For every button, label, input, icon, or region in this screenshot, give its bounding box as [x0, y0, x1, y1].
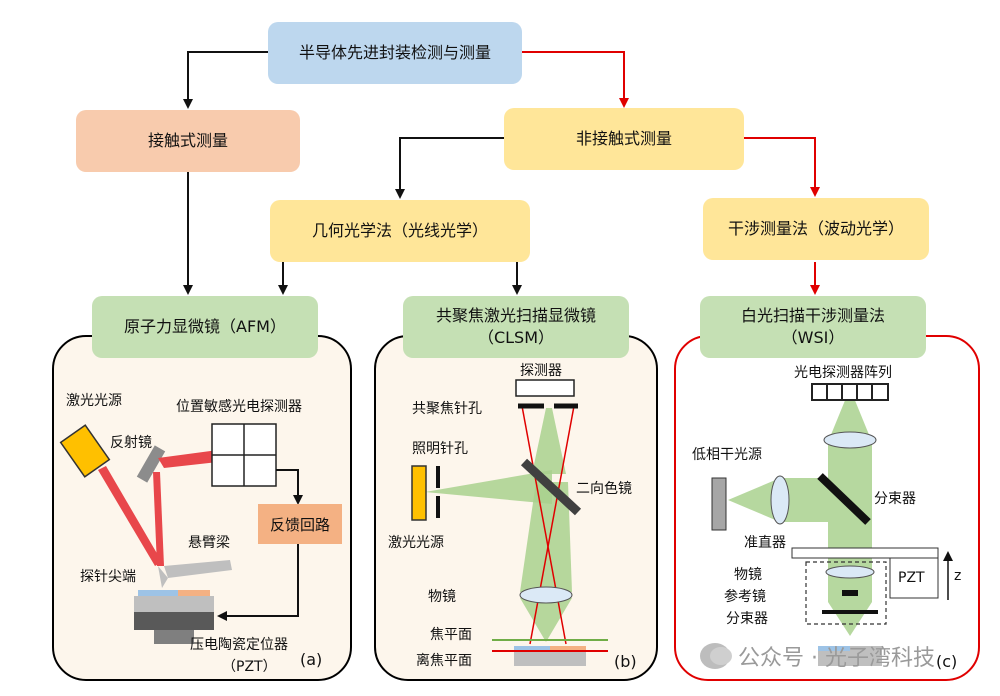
wsi-label-splitter-top: 分束器 — [874, 491, 916, 507]
wechat-icon — [700, 643, 732, 669]
afm-mirror — [136, 445, 166, 483]
clsm-label-confocal: 共聚焦针孔 — [412, 401, 482, 417]
wsi-top-lens — [823, 431, 877, 449]
wsi-label-array: 光电探测器阵列 — [794, 365, 892, 381]
wsi-green-left — [728, 478, 780, 522]
afm-label-pzt1: 压电陶瓷定位器 — [190, 637, 288, 653]
afm-label-tip: 探针尖端 — [80, 569, 136, 585]
geometric-node: 几何光学法（光线光学） — [270, 200, 530, 262]
clsm-label-illum: 照明针孔 — [412, 441, 468, 457]
afm-label-psd: 位置敏感光电探测器 — [176, 399, 302, 415]
wsi-label-splitter-bottom: 分束器 — [726, 611, 768, 627]
afm-cantilever — [164, 560, 232, 578]
wsi-ref-mirror — [842, 590, 858, 596]
clsm-label-dichroic: 二向色镜 — [576, 481, 632, 497]
clsm-green-beam — [425, 470, 552, 504]
wsi-green-bottom — [828, 602, 872, 636]
wsi-pzt-box — [889, 557, 939, 599]
afm-label-laser: 激光光源 — [66, 393, 122, 409]
wsi-pzt-rail — [791, 547, 939, 559]
wsi-detector-array — [811, 383, 889, 401]
arrow-root-noncontact — [522, 51, 629, 108]
afm-beam-in — [98, 466, 162, 566]
wsi-label-ref: 参考镜 — [724, 589, 766, 605]
clsm-label-focal: 焦平面 — [430, 627, 472, 643]
clsm-sample-top — [514, 646, 550, 651]
clsm-tag: (b) — [614, 652, 637, 671]
clsm-red-ray-1 — [521, 405, 567, 645]
afm-sample — [134, 596, 214, 612]
watermark: 公众号 · 光子湾科技 — [700, 640, 935, 672]
wsi-beam-splitter — [817, 473, 871, 525]
clsm-label-defocus: 离焦平面 — [416, 653, 472, 669]
root-node: 半导体先进封装检测与测量 — [268, 22, 522, 84]
afm-label-pzt2: （PZT） — [222, 659, 277, 675]
clsm-detector — [515, 379, 575, 397]
wsi-label-collimator: 准直器 — [744, 535, 786, 551]
afm-stage-base — [154, 630, 194, 644]
wsi-objective-lens — [825, 565, 875, 579]
clsm-red-ray-2 — [529, 405, 575, 645]
clsm-laser — [411, 465, 427, 521]
wsi-source — [711, 477, 727, 531]
noncontact-node: 非接触式测量 — [504, 108, 744, 170]
afm-label-mirror: 反射镜 — [110, 435, 152, 451]
afm-tip — [158, 566, 168, 588]
afm-laser-source — [59, 424, 111, 478]
afm-label-cantilever: 悬臂梁 — [188, 535, 230, 551]
wsi-label-objective: 物镜 — [734, 567, 762, 583]
afm-beam-mid — [153, 472, 164, 566]
afm-beam-out — [158, 450, 218, 468]
afm-arrow-feedback-pzt — [217, 544, 299, 621]
clsm-label-detector: 探测器 — [520, 363, 562, 379]
afm-arrow-psd-feedback — [276, 469, 303, 505]
wsi-collimator — [770, 475, 790, 525]
interference-node: 干涉测量法（波动光学） — [703, 198, 929, 260]
clsm-sample-top2 — [550, 646, 586, 651]
watermark-text: 公众号 · 光子湾科技 — [738, 646, 935, 671]
afm-feedback-box: 反馈回路 — [258, 504, 342, 544]
afm-node: 原子力显微镜（AFM） — [92, 296, 318, 358]
clsm-label-laser: 激光光源 — [388, 535, 444, 551]
wsi-tag: (c) — [936, 652, 958, 671]
wsi-label-source: 低相干光源 — [692, 447, 762, 463]
wsi-objective-box — [805, 561, 887, 625]
wsi-sample-top — [818, 646, 850, 651]
clsm-objective — [519, 586, 573, 604]
arrow-noncontact-interference — [744, 137, 820, 197]
afm-tag: (a) — [300, 650, 323, 669]
wsi-green-top — [828, 398, 872, 442]
wsi-node: 白光扫描干涉测量法 （WSI） — [700, 296, 926, 358]
afm-sample-top — [138, 590, 178, 596]
afm-psd — [211, 423, 277, 487]
afm-sample-top2 — [178, 590, 210, 596]
arrow-noncontact-geometric — [395, 137, 504, 199]
wsi-label-pzt: PZT — [898, 570, 925, 586]
wsi-label-z: z — [954, 568, 962, 584]
clsm-green-up — [532, 408, 566, 474]
afm-stage — [134, 612, 214, 630]
clsm-node: 共聚焦激光扫描显微镜 （CLSM） — [403, 296, 629, 358]
clsm-dichroic — [520, 458, 582, 516]
arrow-root-contact — [183, 51, 268, 109]
contact-node: 接触式测量 — [76, 110, 300, 172]
clsm-label-objective: 物镜 — [428, 589, 456, 605]
